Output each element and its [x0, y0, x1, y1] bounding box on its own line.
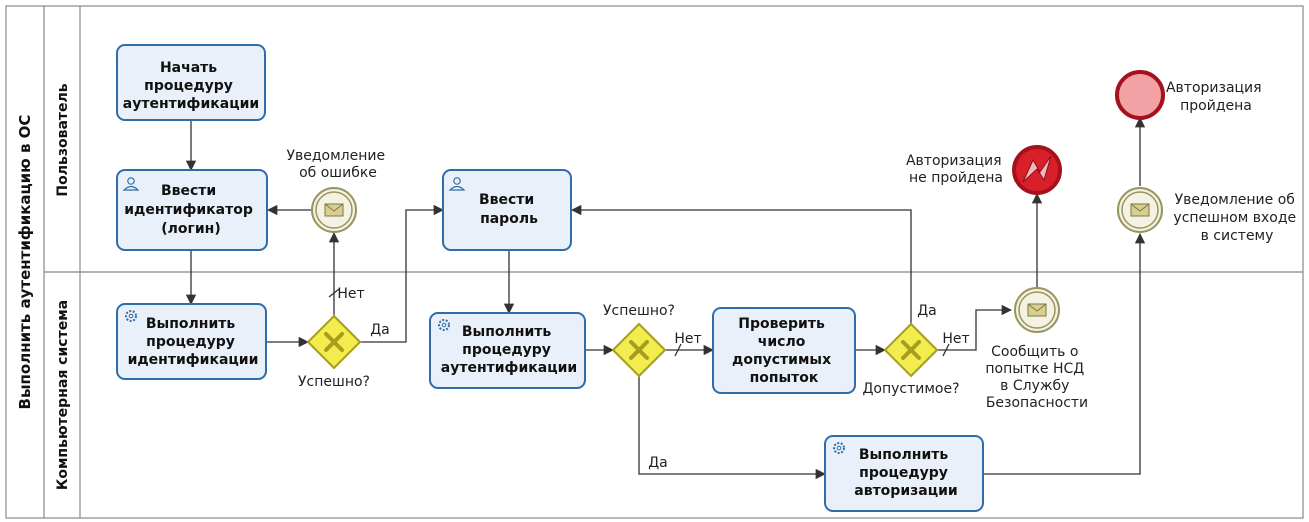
task-start-procedure[interactable]: Начать процедуру аутентификации [116, 44, 266, 121]
pool-title: Выполнить аутентификацию в ОС [16, 115, 34, 410]
flow-label-g1-no: Нет [337, 286, 364, 302]
service-task-icon [125, 310, 137, 322]
exclusive-x-icon [324, 332, 344, 352]
gateway-g2[interactable] [611, 322, 667, 378]
task-run-authentication[interactable]: Выполнить процедуру аутентификации [429, 312, 586, 389]
task-enter-password[interactable]: Ввести пароль [442, 169, 572, 251]
task-check-attempts[interactable]: Проверить число допустимых попыток [712, 307, 856, 394]
task-run-identification[interactable]: Выполнить процедуру идентификации [116, 303, 267, 380]
event-report-nsd-label: Сообщить о попытке НСД в Службу Безопасн… [985, 344, 1088, 411]
flow-g3-no-to-report-nsd [937, 304, 1013, 351]
gateway-g1[interactable] [306, 314, 362, 370]
gateway-g3-label: Допустимое? [862, 381, 959, 397]
gateway-g1-label: Успешно? [298, 374, 370, 390]
lane-system-label: Компьютерная система [55, 300, 71, 490]
envelope-icon [1027, 303, 1047, 317]
sequence-flows [185, 116, 1146, 480]
gateway-g3[interactable] [883, 322, 939, 378]
flow-label-g2-yes: Да [648, 455, 668, 471]
svg-text:Выполнить процедуру: Выполнить процедуру авторизации [854, 447, 957, 499]
service-task-icon [438, 319, 450, 331]
event-auth-passed[interactable] [1115, 70, 1165, 120]
event-error-notice[interactable] [311, 187, 357, 233]
event-auth-failed-label: Авторизация не пройдена [906, 153, 1006, 186]
event-report-nsd[interactable] [1014, 287, 1060, 333]
flow-g2-yes-to-authorization [638, 376, 827, 480]
envelope-icon [324, 203, 344, 217]
flow-label-g3-yes: Да [917, 303, 937, 319]
event-success-notice-label: Уведомление об успешном входе в систему [1173, 192, 1300, 244]
svg-text:Ввести идентификатор: Ввести идентификатор (логин) [124, 183, 258, 237]
exclusive-x-icon [629, 340, 649, 360]
svg-text:Проверить число до: Проверить число допустимых попыток [732, 316, 836, 386]
service-task-icon [833, 442, 845, 454]
flow-label-g3-no: Нет [942, 331, 969, 347]
svg-text:Выполнить процедуру: Выполнить процедуру идентификации [128, 316, 259, 368]
flow-authorization-to-success-notice [983, 232, 1146, 475]
envelope-icon [1130, 203, 1150, 217]
event-auth-failed[interactable] [1012, 145, 1062, 195]
lane-user-label: Пользователь [55, 83, 71, 196]
flow-labels: Нет Да Нет Да Да Нет [337, 286, 969, 471]
flow-label-g1-yes: Да [370, 322, 390, 338]
gateway-g2-label: Успешно? [603, 303, 675, 319]
task-run-authorization[interactable]: Выполнить процедуру авторизации [824, 435, 984, 512]
flow-g3-yes-to-enter-password [570, 204, 912, 324]
user-task-icon [448, 177, 466, 191]
event-success-notice[interactable] [1117, 187, 1163, 233]
svg-text:Ввести пароль: Ввести пароль [479, 192, 539, 227]
svg-text:Начать процедуру а: Начать процедуру аутентификации [123, 60, 259, 112]
exclusive-x-icon [901, 340, 921, 360]
event-auth-passed-label: Авторизация пройдена [1166, 80, 1266, 114]
error-lightning-icon [1022, 155, 1052, 183]
event-error-notice-label: Уведомление об ошибке [286, 148, 389, 181]
flow-label-g2-no: Нет [674, 331, 701, 347]
task-enter-id[interactable]: Ввести идентификатор (логин) [116, 169, 268, 251]
svg-text:Выполнить процедуру: Выполнить процедуру аутентификации [441, 324, 577, 376]
flow-g1-yes-to-enter-password [360, 204, 445, 343]
user-task-icon [122, 177, 140, 191]
